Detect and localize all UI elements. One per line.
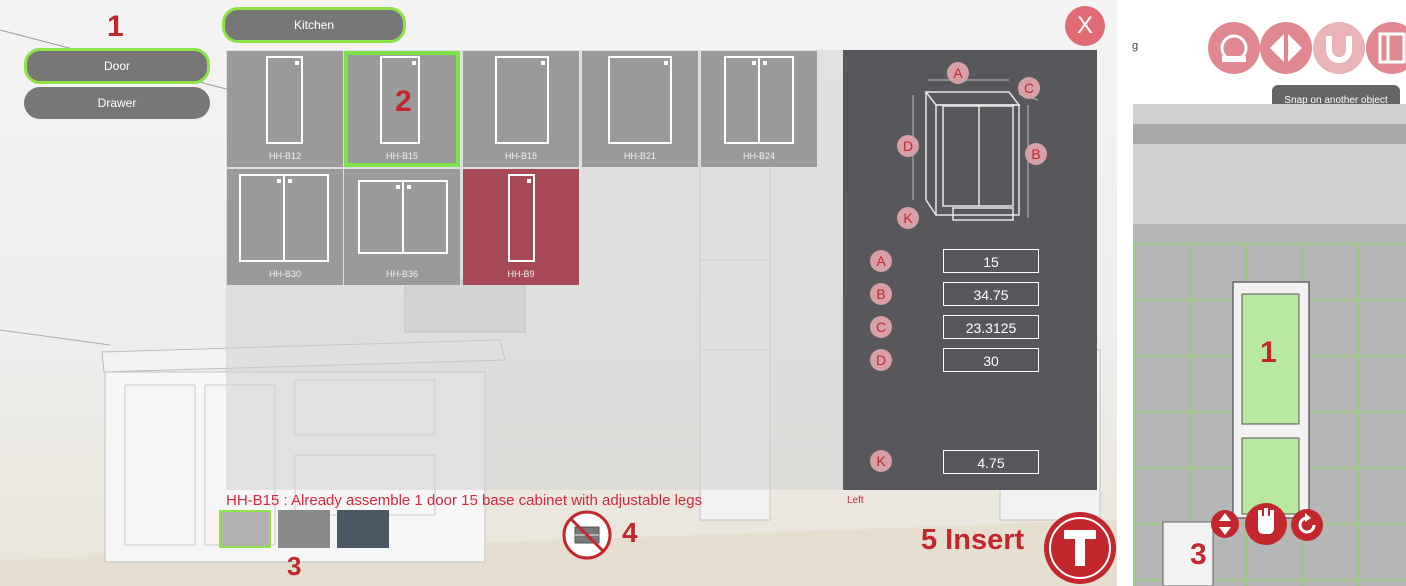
main-view: Kitchen Door Drawer 1 HH-B12 2 HH-B15 HH… [0,0,1117,586]
dim-label-k: K [870,450,892,472]
layout-panel-button[interactable] [1366,22,1406,74]
no-legs-toggle-icon[interactable] [561,509,613,561]
cabinet-tile-hh-b24[interactable]: HH-B24 [701,51,817,167]
dim-label-d: D [870,349,892,371]
diagram-badge-a: A [947,62,969,84]
diagram-badge-k: K [897,207,919,229]
annotation-4: 4 [622,517,638,548]
cabinet-code-label: HH-B30 [268,269,301,279]
edge-text: g [1132,40,1139,52]
mirror-flip-button[interactable] [1260,22,1312,74]
cabinet-tile-hh-b12[interactable]: HH-B12 [227,51,343,167]
dim-d-field[interactable]: 30 [943,348,1039,372]
cabinet-code-label: HH-B36 [385,269,418,279]
rotate-icon[interactable] [1290,508,1324,542]
close-button[interactable]: X [1065,6,1105,46]
measure-tape-button[interactable] [1208,22,1260,74]
category-kitchen-button[interactable]: Kitchen [222,7,406,43]
dim-label-b: B [870,283,892,305]
cabinet-code-label: HH-B21 [623,151,656,161]
annotation-3: 3 [287,551,302,581]
drag-hand-icon[interactable] [1244,502,1288,546]
dim-k-field[interactable]: 4.75 [943,450,1039,474]
diagram-badge-c: C [1018,77,1040,99]
dim-label-a: A [870,250,892,272]
insert-button[interactable] [1042,510,1117,586]
magnet-snap-button[interactable] [1313,22,1365,74]
cabinet-code-label: HH-B15 [385,151,418,161]
cabinet-tile-hh-b30[interactable]: HH-B30 [227,169,343,285]
cabinet-tile-hh-b18[interactable]: HH-B18 [463,51,579,167]
cabinet-tile-hh-b36[interactable]: HH-B36 [344,169,460,285]
cabinet-tile-hh-b15[interactable]: 2 HH-B15 [344,51,460,167]
color-swatch-gray[interactable] [278,510,330,548]
move-vertical-icon[interactable] [1210,508,1240,540]
cabinet-code-label: HH-B12 [268,151,301,161]
cabinet-tile-hh-b9[interactable]: HH-B9 [463,169,579,285]
right-snap-panel: g Snap on another object 2 [1130,0,1406,586]
dim-a-field[interactable]: 15 [943,249,1039,273]
insert-label: 5 Insert [921,524,1025,556]
side-label: Left [847,495,864,506]
color-swatch-light-gray[interactable] [219,510,271,548]
annotation-right-1: 1 [1260,336,1277,369]
cabinet-code-label: HH-B9 [507,269,535,279]
annotation-2: 2 [395,85,412,118]
cabinet-tile-hh-b21[interactable]: HH-B21 [582,51,698,167]
type-door-button[interactable]: Door [24,48,210,84]
annotation-right-3: 3 [1190,538,1207,571]
cabinet-description: HH-B15 : Already assemble 1 door 15 base… [226,492,703,509]
dim-c-field[interactable]: 23.3125 [943,315,1039,339]
dim-b-field[interactable]: 34.75 [943,282,1039,306]
dim-label-c: C [870,316,892,338]
diagram-badge-b: B [1025,143,1047,165]
type-drawer-button[interactable]: Drawer [24,87,210,119]
dimension-panel: A C D B K A 15 B 34.75 C 23.3125 D 30 K … [843,50,1097,490]
color-swatch-slate[interactable] [337,510,389,548]
cabinet-dimension-diagram [912,79,1039,221]
cabinet-code-label: HH-B24 [742,151,775,161]
cabinet-code-label: HH-B18 [504,151,537,161]
diagram-badge-d: D [897,135,919,157]
annotation-1: 1 [107,10,124,43]
